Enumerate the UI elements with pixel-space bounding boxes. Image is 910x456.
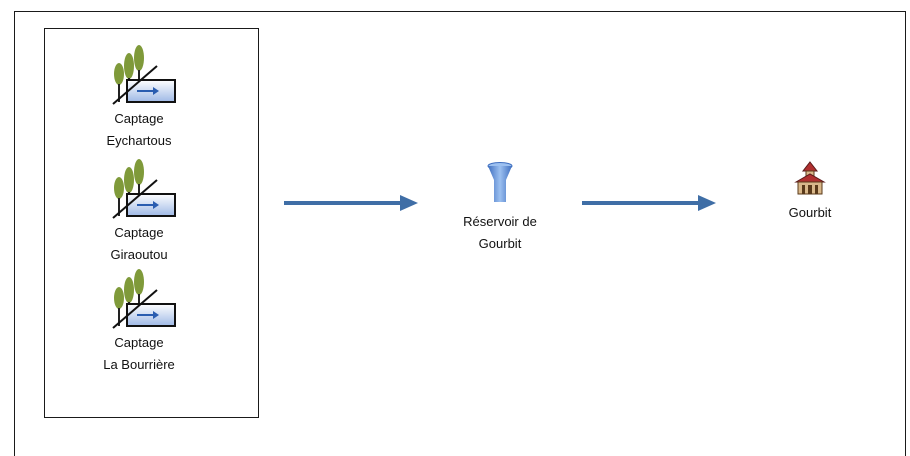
capture-label-line2: La Bourrière — [103, 357, 175, 372]
flow-arrow-to-village — [582, 195, 716, 211]
reservoir-node: Réservoir de Gourbit — [430, 162, 570, 253]
village-icon — [794, 161, 826, 195]
water-capture-icon — [112, 45, 176, 105]
village-node: Gourbit — [760, 160, 860, 222]
capture-label-line2: Giraoutou — [110, 247, 168, 262]
capture-eychartous: Captage Eychartous — [44, 44, 234, 150]
diagram-frame — [14, 11, 906, 456]
capture-label-line1: Captage — [114, 335, 164, 350]
village-label: Gourbit — [788, 205, 832, 220]
reservoir-label-line1: Réservoir de — [463, 214, 537, 229]
water-capture-icon — [112, 269, 176, 329]
water-tower-icon — [487, 162, 513, 202]
water-capture-icon — [112, 159, 176, 219]
capture-la-bourriere: Captage La Bourrière — [44, 268, 234, 374]
reservoir-label-line2: Gourbit — [478, 236, 522, 251]
capture-label-line1: Captage — [114, 225, 164, 240]
captures-group-box — [44, 28, 259, 418]
flow-arrow-to-reservoir — [284, 195, 418, 211]
capture-label-line2: Eychartous — [106, 133, 172, 148]
capture-giraoutou: Captage Giraoutou — [44, 158, 234, 264]
capture-label-line1: Captage — [114, 111, 164, 126]
